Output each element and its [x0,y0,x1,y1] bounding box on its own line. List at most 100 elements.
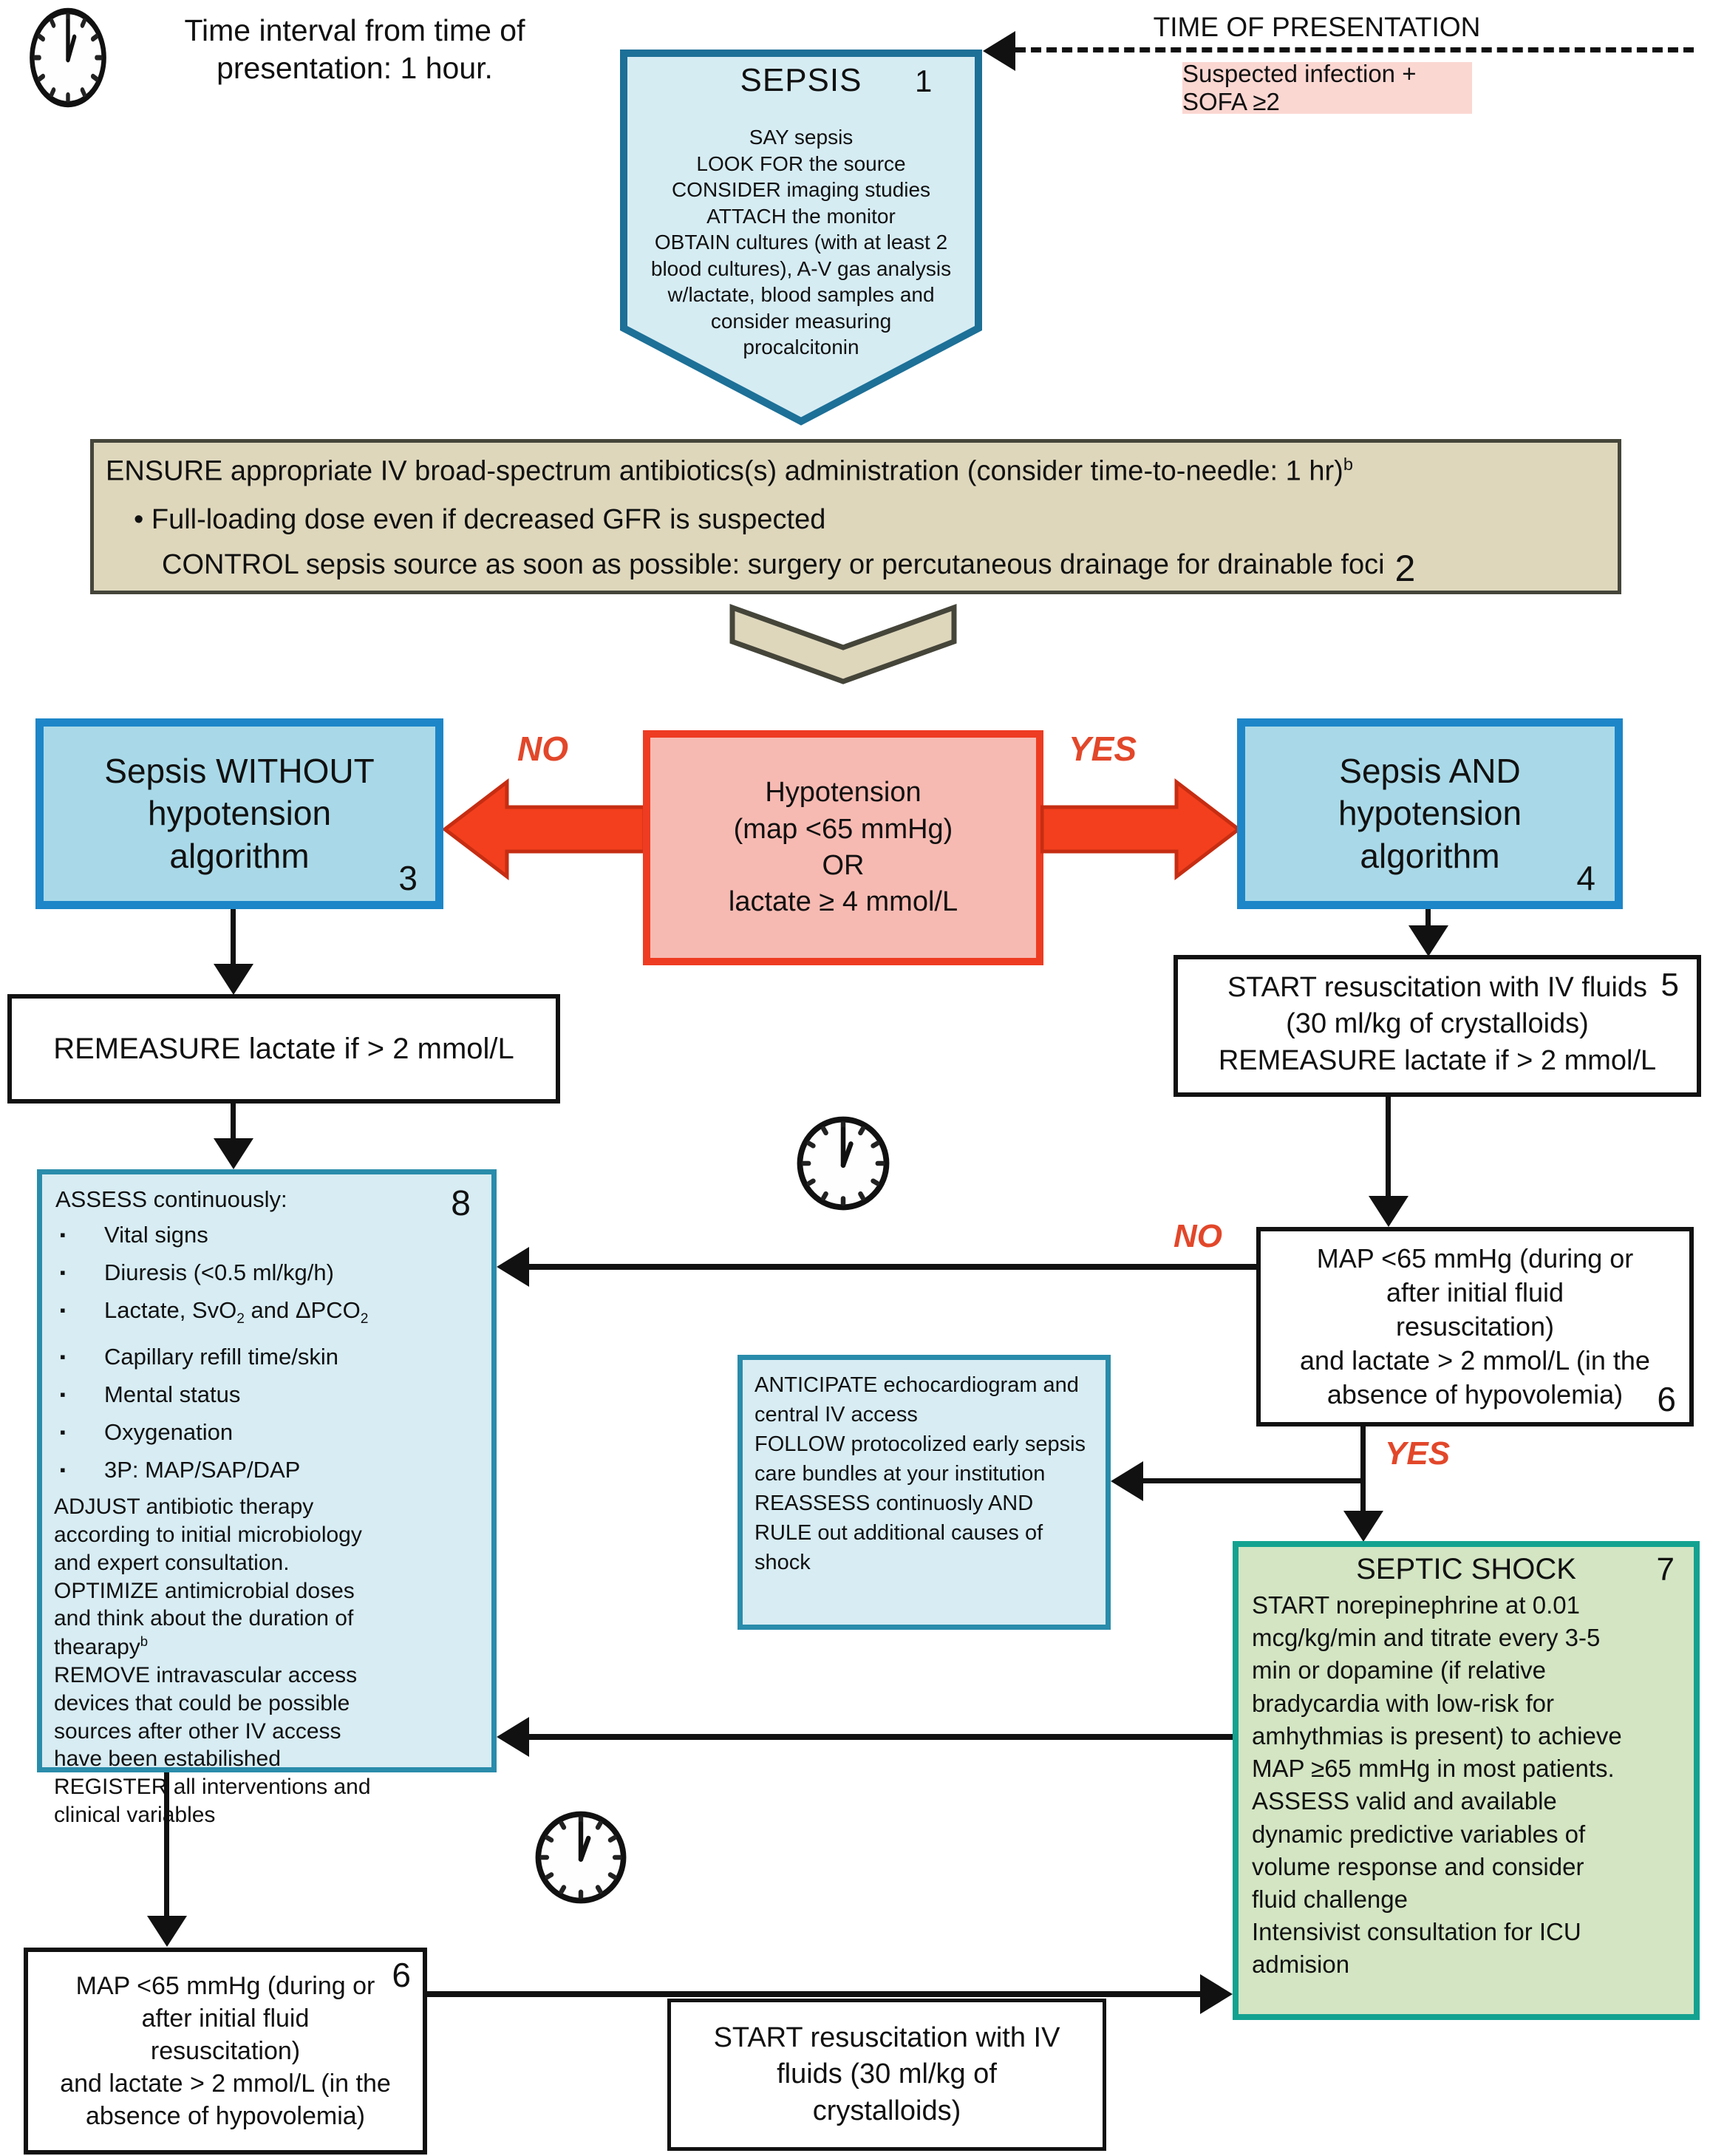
lactate-sub: 2 [236,1311,245,1327]
assess-bullet-text: 3P: MAP/SAP/DAP [104,1457,301,1483]
connector-remeasure-down [231,1103,236,1140]
arrowhead-into-assess-top [497,1247,529,1287]
assess-bullet-text: Vital signs [104,1222,208,1248]
assess-bullet-text: Mental status [104,1381,241,1408]
assess-bullet-oxygenation: ▪ Oxygenation [42,1417,491,1448]
step-number-3: 3 [398,859,418,897]
bullet-icon: ▪ [60,1423,66,1442]
ensure-line3-text: CONTROL sepsis source as soon as possibl… [162,548,1385,580]
assess-bullet-text: Capillary refill time/skin [104,1344,338,1370]
sepsis-without-hypotension-label: Sepsis WITHOUT hypotension algorithm [104,751,375,875]
septic-shock-body: START norepinephrine at 0.01 mcg/kg/min … [1252,1591,1622,1979]
clock-icon [797,1116,890,1211]
assess-bullet-text: Oxygenation [104,1419,234,1446]
start-fluids-box-bottom: START resuscitation with IV fluids (30 m… [667,1999,1106,2151]
assess-footnote-b: b [140,1633,149,1650]
arrowhead-into-shock-left [1200,1974,1233,2014]
arrowhead-into-septic-shock [1343,1511,1383,1542]
red-arrow-right [1040,778,1240,881]
assess-continuously-box: ASSESS continuously: 8 ▪ Vital signs ▪ D… [37,1169,497,1827]
arrowhead-into-assess-mid [497,1717,529,1757]
assess-title: ASSESS continuously: [55,1186,287,1212]
step-number-8: 8 [451,1184,471,1223]
start-fluids-line1: START resuscitation with IV fluids [1227,972,1648,1003]
connector-mapright-to-assess [528,1264,1256,1270]
start-fluids-line2: (30 ml/kg of crystalloids) [1286,1008,1589,1040]
arrowhead-into-mapleft [147,1916,187,1947]
yes-branch-label-2: YES [1385,1435,1451,1472]
bullet-icon: ▪ [60,1263,66,1282]
step-number-6-right: 6 [1657,1380,1676,1418]
arrowhead-box5-down [1369,1196,1408,1227]
start-fluids-bottom-label: START resuscitation with IV fluids (30 m… [713,2021,1060,2126]
ensure-step-number: 2 [1394,547,1416,589]
remeasure-lactate-label: REMEASURE lactate if > 2 mmol/L [53,1032,514,1065]
no-branch-label-2: NO [1174,1218,1222,1254]
connector-shock-to-assess [528,1734,1233,1740]
sepsis-title: SEPSIS [740,62,862,98]
remeasure-lactate-box: REMEASURE lactate if > 2 mmol/L [7,994,560,1103]
map-decision-right-label: MAP <65 mmHg (during or after initial fl… [1300,1242,1650,1410]
sepsis-body-text: SAY sepsis LOOK FOR the source CONSIDER … [650,126,952,359]
bullet-icon: ▪ [60,1347,66,1367]
red-arrow-left [443,778,646,881]
ensure-line2: • Full-loading dose even if decreased GF… [134,503,826,535]
assess-bullet-vital-signs: ▪ Vital signs [42,1220,491,1251]
sepsis-without-hypotension-box: Sepsis WITHOUT hypotension algorithm 3 [35,718,443,909]
bullet-icon: ▪ [60,1460,66,1480]
assess-paragraph-part2: REMOVE intravascular access devices that… [54,1662,371,1827]
assess-bullet-capillary: ▪ Capillary refill time/skin [42,1341,491,1373]
septic-shock-box: SEPTIC SHOCK 7 START norepinephrine at 0… [1233,1541,1700,2020]
arrowhead-remeasure-down [214,1138,253,1169]
hypotension-decision-label: Hypotension (map <65 mmHg) OR lactate ≥ … [728,777,958,918]
assess-bullet-text: Diuresis (<0.5 ml/kg/h) [104,1259,334,1285]
chevron-down-arrow [729,604,957,684]
bullet-icon: ▪ [60,1385,66,1404]
suspected-infection-label: Suspected infection + SOFA ≥2 [1182,60,1417,115]
start-fluids-line3: REMEASURE lactate if > 2 mmol/L [1218,1044,1657,1076]
connector-box3-down [231,909,236,965]
no-branch-label: NO [517,730,568,768]
sepsis-step-number: 1 [915,64,933,98]
connector-box4-down [1425,909,1431,927]
map-decision-box-right: MAP <65 mmHg (during or after initial fl… [1256,1227,1694,1426]
septic-shock-title: SEPTIC SHOCK [1356,1553,1576,1585]
connector-branch-to-anticipate [1143,1478,1362,1483]
step-number-6-left: 6 [392,1956,411,1994]
ensure-line1: ENSURE appropriate IV broad-spectrum ant… [106,455,1606,488]
arrowhead-box3-down [214,964,253,995]
assess-bullet-3p: ▪ 3P: MAP/SAP/DAP [42,1455,491,1486]
connector-box5-down [1386,1097,1391,1197]
assess-paragraph: ADJUST antibiotic therapy according to i… [42,1486,491,1829]
dashed-line-arrowhead [983,31,1015,71]
anticipate-label: ANTICIPATE echocardiogram and central IV… [754,1373,1086,1575]
lactate-text: Lactate, SvO [104,1297,237,1323]
arrowhead-into-anticipate [1111,1461,1143,1501]
ensure-antibiotics-band: ENSURE appropriate IV broad-spectrum ant… [90,439,1621,594]
sepsis-and-hypotension-box: Sepsis AND hypotension algorithm 4 [1237,718,1623,909]
suspected-infection-box: Suspected infection + SOFA ≥2 [1182,60,1472,115]
connector-mapleft-to-shock [427,1991,1200,1997]
pco2-sub: 2 [360,1311,369,1327]
sepsis-and-hypotension-label: Sepsis AND hypotension algorithm [1338,751,1522,875]
map-decision-box-left: MAP <65 mmHg (during or after initial fl… [24,1948,427,2155]
dashed-presentation-line [1015,47,1694,52]
connector-assess-down [164,1772,169,1917]
bullet-icon: ▪ [60,1301,66,1319]
anticipate-box: ANTICIPATE echocardiogram and central IV… [738,1355,1111,1630]
ensure-line1-footnote: b [1343,455,1353,474]
time-interval-note: Time interval from time of presentation:… [184,13,525,86]
clock-icon [30,7,106,108]
time-of-presentation-title: TIME OF PRESENTATION [1153,12,1481,42]
step-number-7: 7 [1656,1551,1675,1588]
sepsis-pentagon-shape [620,50,982,426]
arrowhead-box4-down [1408,925,1448,956]
assess-bullet-diuresis: ▪ Diuresis (<0.5 ml/kg/h) [42,1257,491,1288]
ensure-line1-text: ENSURE appropriate IV broad-spectrum ant… [106,455,1343,487]
assess-bullet-mental: ▪ Mental status [42,1379,491,1410]
ensure-line3: CONTROL sepsis source as soon as possibl… [162,540,1606,589]
yes-branch-label: YES [1069,730,1137,768]
pco2-text: and ΔPCO [244,1297,361,1323]
assess-bullet-text: Lactate, SvO2 and ΔPCO2 [104,1295,368,1335]
